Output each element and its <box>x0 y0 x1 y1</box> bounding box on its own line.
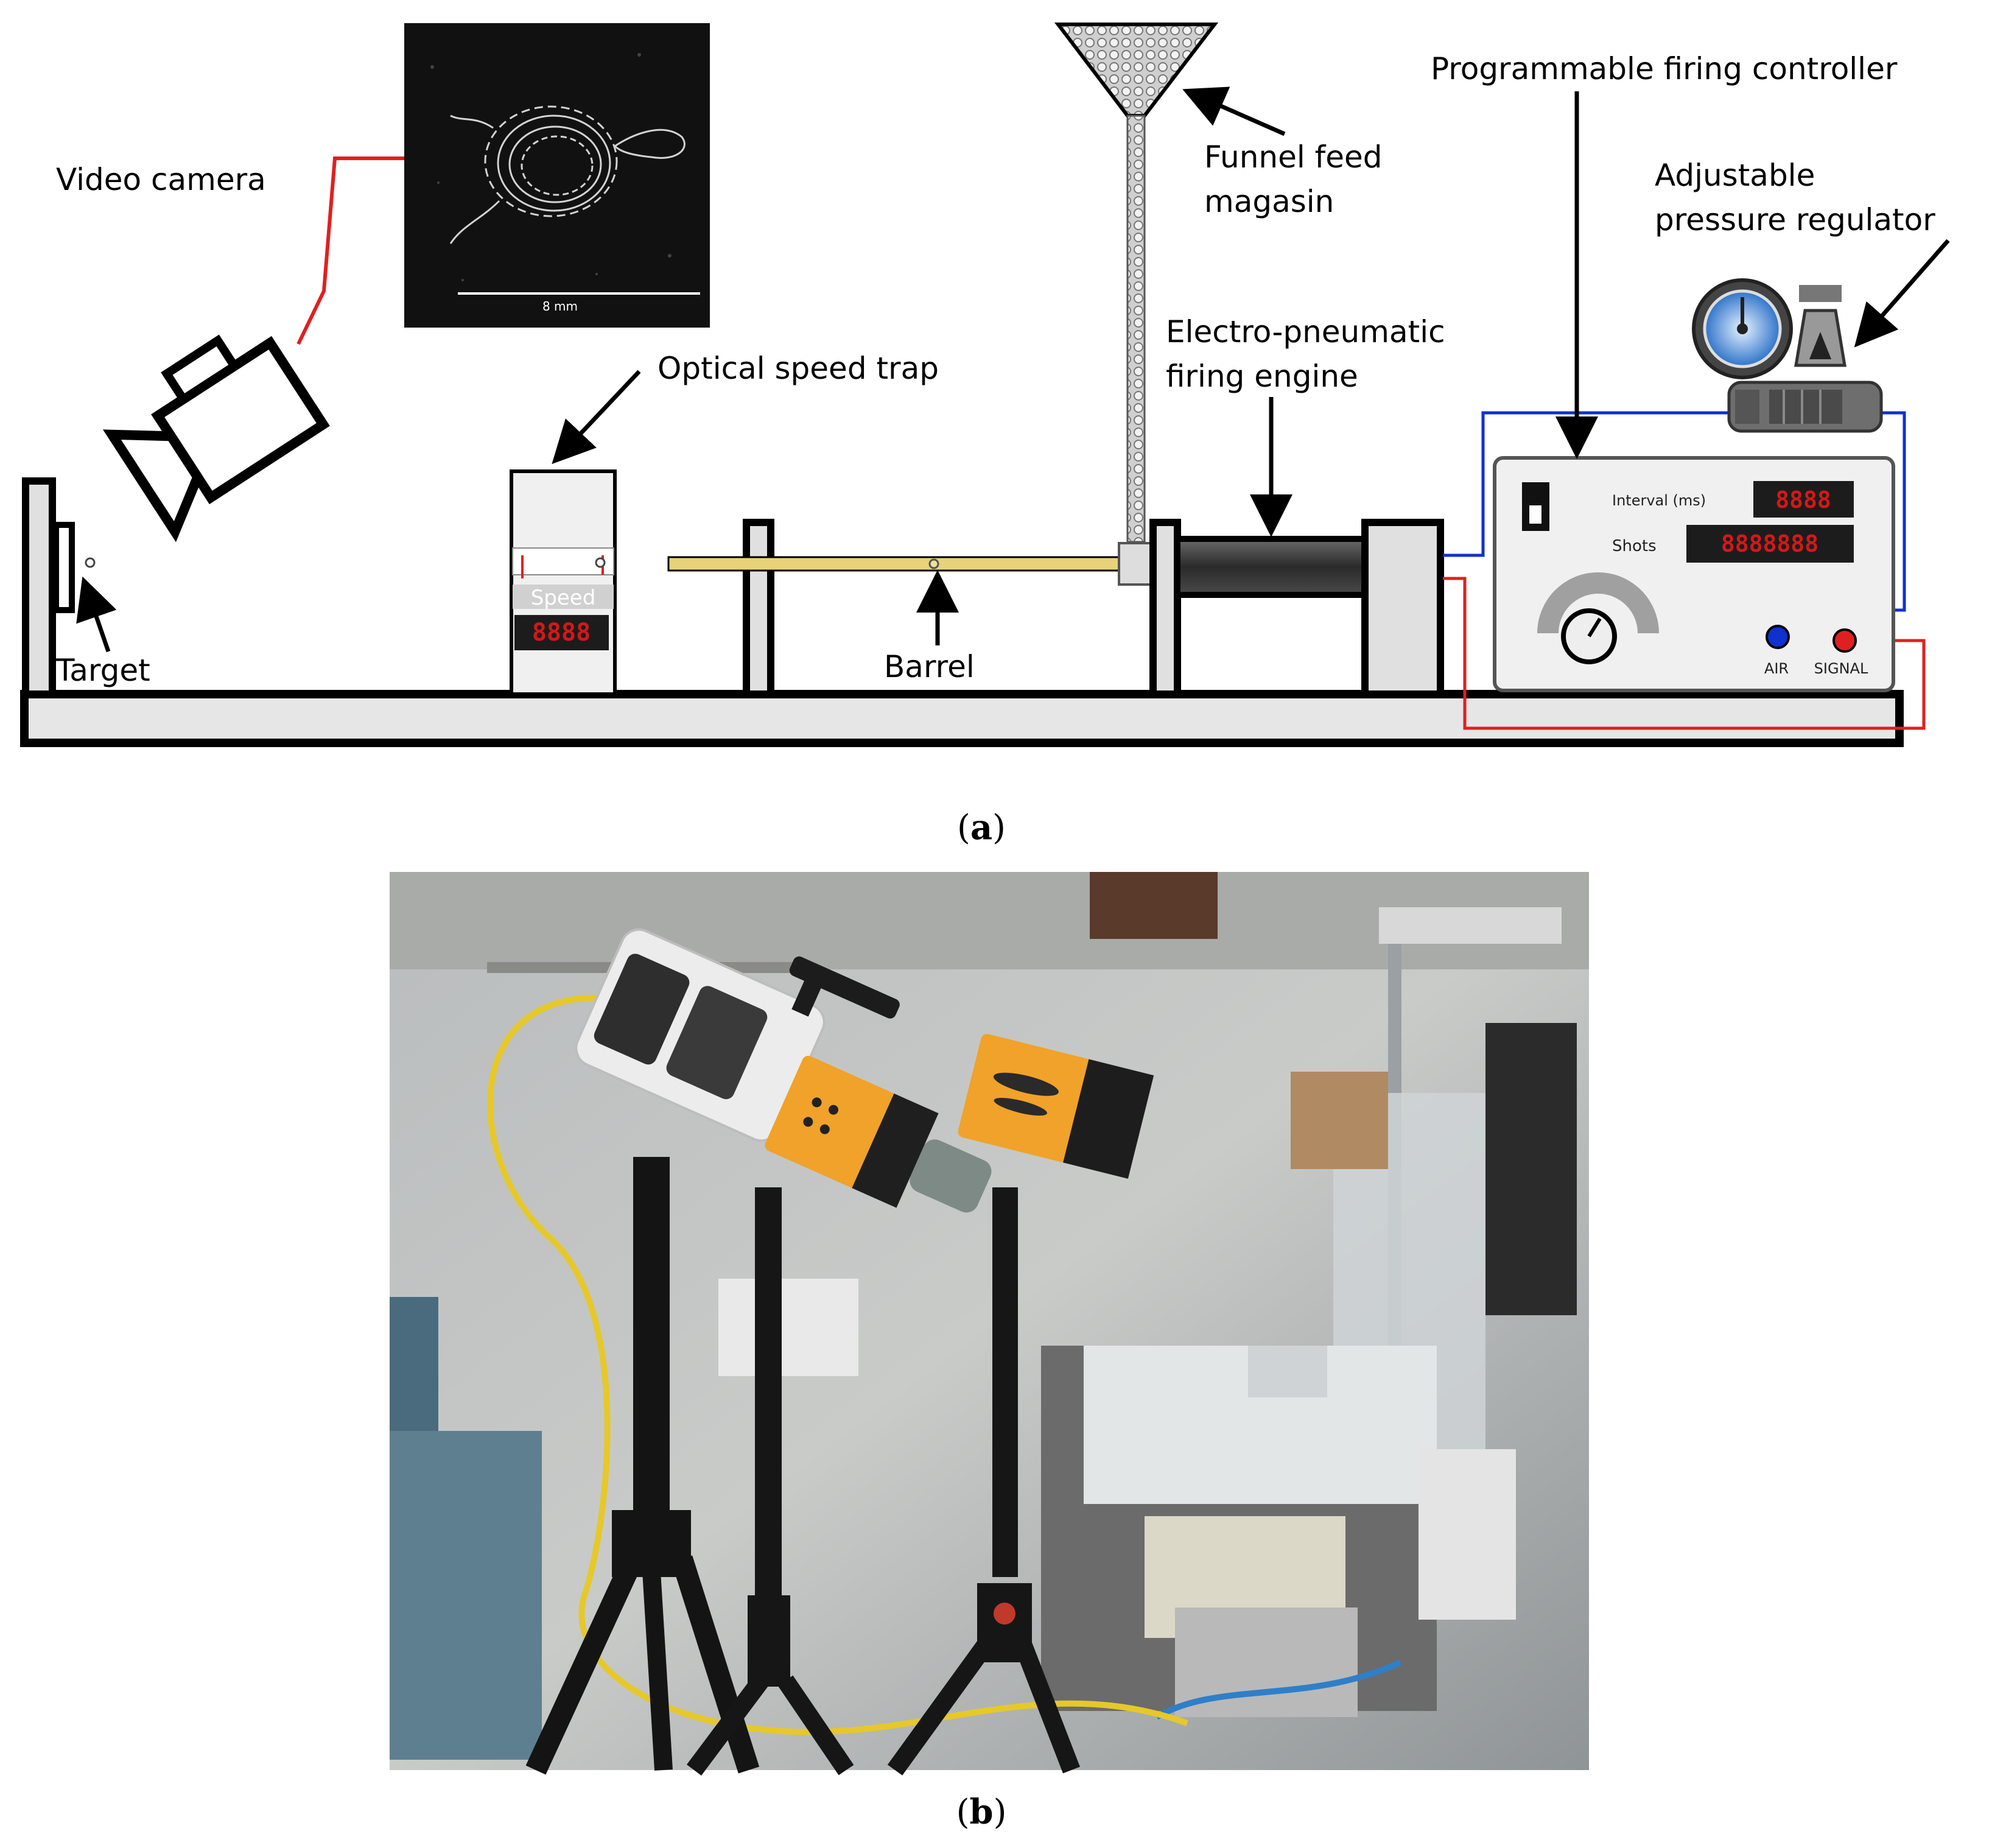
signal-wire <box>1443 577 1926 730</box>
camera-inset-image: 8 mm <box>404 23 710 328</box>
engine-support <box>1149 519 1181 698</box>
base-rail <box>20 690 1904 747</box>
white-high-speed-camera <box>575 928 900 1142</box>
caption-a-open: ( <box>957 808 970 848</box>
caption-a: (a) <box>957 807 1006 848</box>
tripod-left <box>525 1157 760 1775</box>
tripod-right <box>887 1187 1080 1776</box>
funnel-feed-magazine <box>1054 23 1219 586</box>
barrel <box>667 556 1130 572</box>
air-hose <box>1443 411 1735 557</box>
pressure-regulator-label-1: Adjustable <box>1655 158 1815 193</box>
shots-label: Shots <box>1612 537 1657 555</box>
caption-b-open: ( <box>956 1793 970 1832</box>
shots-digits: 8888888 <box>1721 530 1818 557</box>
pressure-regulator <box>1692 278 1883 433</box>
speed-trap-digits: 8888 <box>532 619 591 647</box>
optical-speed-trap: Speed 8888 <box>510 469 617 696</box>
barrel-label: Barrel <box>884 649 975 684</box>
inset-scale-label: 8 mm <box>542 299 578 314</box>
panel-a-diagram: Target Video camera <box>20 23 1950 747</box>
camera-signal-wire <box>296 156 404 345</box>
funnel-feed-label-2: magasin <box>1204 184 1334 219</box>
interval-digits: 8888 <box>1775 487 1831 513</box>
caption-a-close: ) <box>992 808 1006 848</box>
target-label: Target <box>55 653 150 688</box>
firing-engine-label-1: Electro-pneumatic <box>1166 314 1445 350</box>
tripod-middle <box>686 1187 854 1776</box>
signal-port-label: SIGNAL <box>1814 660 1868 677</box>
speed-trap-display <box>514 615 609 650</box>
pressure-regulator-label-2: pressure regulator <box>1655 202 1935 237</box>
caption-a-letter: a <box>970 807 992 848</box>
programmable-firing-controller: Interval (ms) 8888 Shots 8888888 AIR SIG… <box>1493 456 1895 692</box>
caption-b-letter: b <box>969 1792 993 1832</box>
optical-speed-trap-label: Optical speed trap <box>658 351 939 386</box>
target-impact-point <box>85 557 96 568</box>
video-camera-icon <box>102 334 330 543</box>
video-camera-label: Video camera <box>56 162 266 197</box>
air-port-label: AIR <box>1764 660 1789 677</box>
firing-engine-label-2: firing engine <box>1166 359 1358 394</box>
funnel-feed-label-1: Funnel feed <box>1204 139 1383 175</box>
barrel-projectile <box>928 558 939 569</box>
programmable-controller-label: Programmable firing controller <box>1431 51 1898 86</box>
speed-trap-label: Speed <box>531 586 596 610</box>
air-port <box>1766 625 1790 649</box>
interval-label: Interval (ms) <box>1612 492 1706 509</box>
caption-b: (b) <box>956 1792 1007 1832</box>
caption-b-close: ) <box>994 1793 1007 1832</box>
orange-camera-left <box>765 1055 992 1213</box>
target-stand: Target <box>22 477 150 698</box>
orange-camera-right <box>958 1034 1154 1179</box>
panel-b-photo <box>390 872 1589 1776</box>
electro-pneumatic-firing-engine <box>1174 519 1444 698</box>
barrel-support <box>743 519 774 698</box>
shots-display <box>1686 525 1854 563</box>
interval-display <box>1753 481 1854 518</box>
signal-port <box>1832 628 1857 653</box>
dial-arc <box>1537 572 1659 633</box>
